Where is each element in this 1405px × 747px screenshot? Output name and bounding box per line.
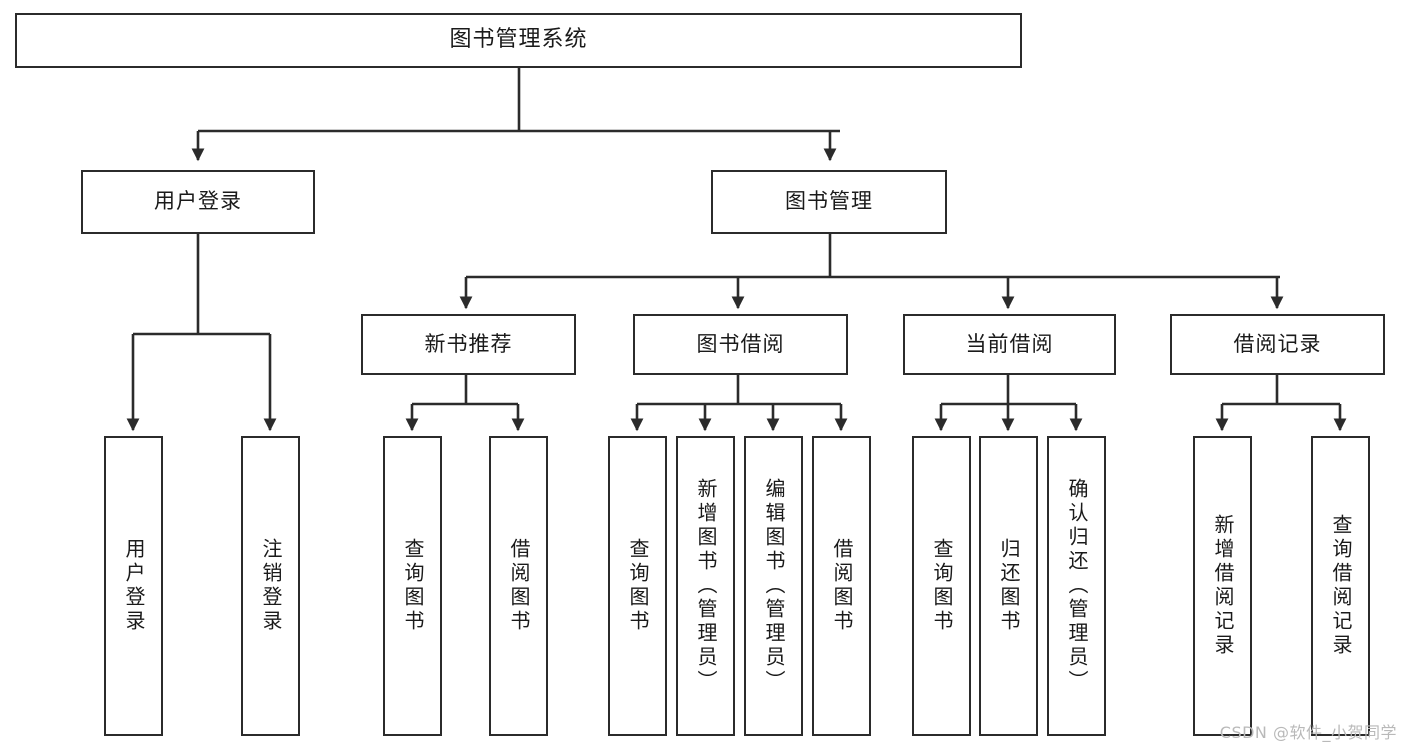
node-label: 图书管理系统 <box>449 27 588 53</box>
watermark-text: CSDN @软件_小贺同学 <box>1219 723 1397 742</box>
leaf-borrow-book-newbook[interactable]: 借阅图书 <box>489 436 548 736</box>
node-user-login[interactable]: 用户登录 <box>81 170 315 234</box>
node-label: 用户登录 <box>154 189 242 214</box>
node-book-borrow[interactable]: 图书借阅 <box>633 314 848 375</box>
node-root-book-management-system[interactable]: 图书管理系统 <box>15 13 1022 68</box>
node-label: 借阅图书 <box>507 538 531 634</box>
node-label: 注销登录 <box>259 538 283 634</box>
leaf-add-borrow-record[interactable]: 新增借阅记录 <box>1193 436 1252 736</box>
leaf-query-book-newbook[interactable]: 查询图书 <box>383 436 442 736</box>
leaf-user-logout[interactable]: 注销登录 <box>241 436 300 736</box>
leaf-add-book-admin[interactable]: 新增图书（管理员） <box>676 436 735 736</box>
node-label: 确认归还（管理员） <box>1065 478 1089 694</box>
leaf-query-borrow-record[interactable]: 查询借阅记录 <box>1311 436 1370 736</box>
node-label: 当前借阅 <box>965 331 1054 356</box>
node-label: 新增借阅记录 <box>1211 514 1235 658</box>
node-label: 用户登录 <box>122 538 146 634</box>
node-label: 查询图书 <box>626 538 650 634</box>
node-label: 图书管理 <box>785 189 873 214</box>
leaf-user-login[interactable]: 用户登录 <box>104 436 163 736</box>
leaf-borrow-book[interactable]: 借阅图书 <box>812 436 871 736</box>
node-label: 编辑图书（管理员） <box>762 478 786 694</box>
node-label: 查询借阅记录 <box>1329 514 1353 658</box>
node-current-borrow[interactable]: 当前借阅 <box>903 314 1116 375</box>
node-label: 查询图书 <box>401 538 425 634</box>
leaf-confirm-return-admin[interactable]: 确认归还（管理员） <box>1047 436 1106 736</box>
leaf-query-book-current[interactable]: 查询图书 <box>912 436 971 736</box>
node-label: 图书借阅 <box>696 331 785 356</box>
node-book-management[interactable]: 图书管理 <box>711 170 947 234</box>
leaf-return-book[interactable]: 归还图书 <box>979 436 1038 736</box>
node-label: 借阅记录 <box>1233 331 1322 356</box>
node-label: 新增图书（管理员） <box>694 478 718 694</box>
node-new-book-recommend[interactable]: 新书推荐 <box>361 314 576 375</box>
node-borrow-record[interactable]: 借阅记录 <box>1170 314 1385 375</box>
node-label: 归还图书 <box>997 538 1021 634</box>
node-label: 新书推荐 <box>424 331 513 356</box>
node-label: 借阅图书 <box>830 538 854 634</box>
leaf-query-book-borrow[interactable]: 查询图书 <box>608 436 667 736</box>
node-label: 查询图书 <box>930 538 954 634</box>
leaf-edit-book-admin[interactable]: 编辑图书（管理员） <box>744 436 803 736</box>
